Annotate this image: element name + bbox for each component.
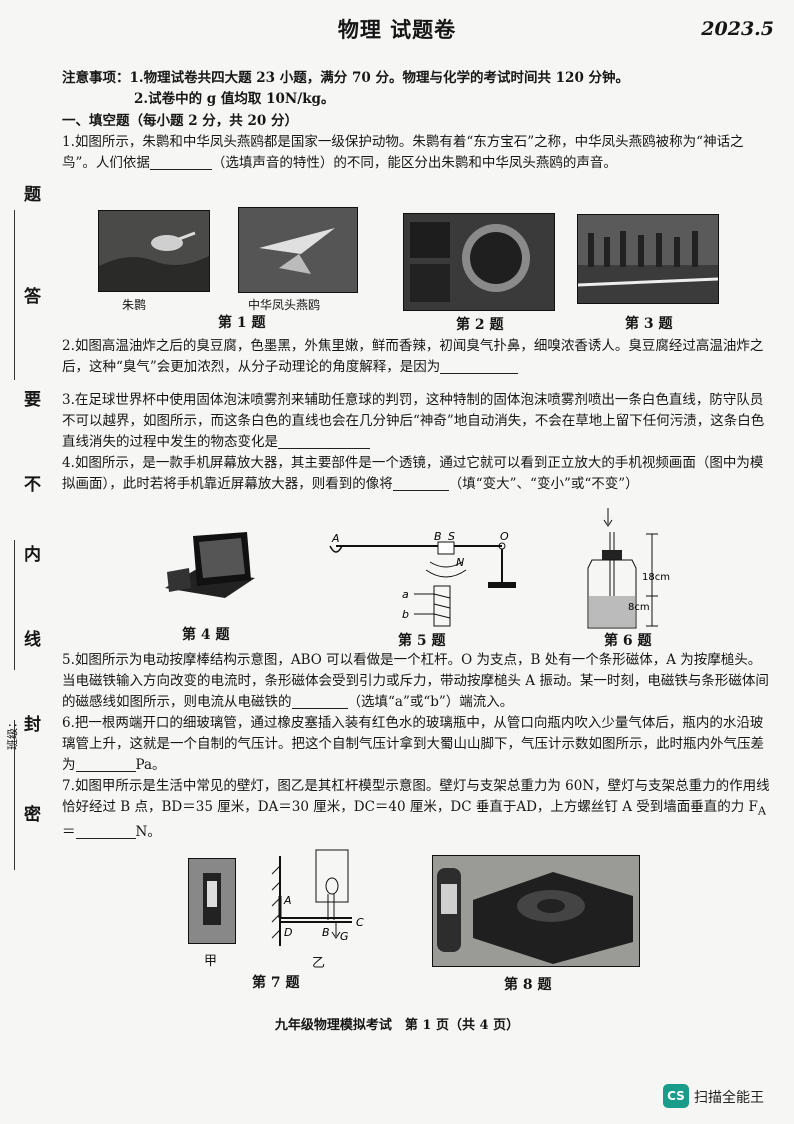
label-a: a	[402, 588, 409, 601]
section-heading: 一、填空题（每小题 2 分，共 20 分）	[62, 113, 298, 129]
scanner-app-name: 扫描全能王	[694, 1090, 764, 1106]
question-5-tail: （选填“a”或“b”）端流入。	[347, 694, 514, 710]
question-6-text: 6.把一根两端开口的细玻璃管，通过橡皮塞插入装有红色水的玻璃瓶中，从管口向瓶内吹…	[62, 715, 764, 773]
margin-char: 封	[24, 715, 41, 735]
notes-line-2: 2.试卷中的 g 值均取 10N/kg。	[134, 91, 335, 107]
page-footer: 九年级物理模拟考试 第 1 页（共 4 页）	[274, 1018, 520, 1033]
wall-lamp-photo	[188, 858, 236, 944]
margin-char: 要	[24, 390, 41, 410]
question-4: 4.如图所示，是一款手机屏幕放大器，其主要部件是一个透镜，通过它就可以看到正立放…	[62, 453, 774, 495]
label-A: A	[283, 894, 292, 907]
questions-2-4: 2.如图高温油炸之后的臭豆腐，色墨黑，外焦里嫩，鲜而香辣，初闻臭气扑鼻，细嗅浓香…	[62, 336, 774, 495]
answer-blank-2[interactable]	[440, 358, 519, 374]
scanner-watermark: CS 扫描全能王	[663, 1084, 783, 1110]
question-1-text: 1.如图所示，朱鹮和中华凤头燕鸥都是国家一级保护动物。朱鹮有着“东方宝石”之称，…	[62, 134, 744, 171]
figure-1-caption: 第 1 题	[218, 315, 266, 331]
figure-6-caption: 第 6 题	[604, 633, 652, 649]
binding-margin: 题 答 要 不 内 线 封 密 班级：	[0, 60, 58, 940]
margin-line	[14, 210, 15, 380]
margin-char: 答	[24, 287, 41, 307]
tern-photo	[238, 207, 358, 293]
answer-blank-6[interactable]	[75, 756, 136, 772]
label-C: C	[356, 916, 364, 929]
margin-char: 内	[24, 545, 41, 565]
label-B: B	[434, 532, 442, 543]
margin-line	[14, 540, 15, 670]
notes-line-1: 注意事项：1.物理试卷共四大题 23 小题，满分 70 分。物理与化学的考试时间…	[62, 70, 630, 86]
answer-blank-1[interactable]	[149, 154, 212, 170]
figure-3-caption: 第 3 题	[625, 316, 673, 332]
margin-line	[14, 720, 15, 870]
figure-6-barometer-bottle: 18cm 8cm	[578, 504, 698, 638]
figure-5-caption: 第 5 题	[398, 633, 446, 649]
photo-caption: 朱鹮	[122, 298, 147, 312]
question-7-equals: ＝	[62, 823, 76, 840]
crested-ibis-photo	[98, 210, 210, 292]
figure-7-caption: 第 7 题	[252, 975, 300, 991]
figure-4-caption: 第 4 题	[182, 627, 230, 643]
question-7-subscript: A	[757, 804, 767, 818]
label-jia: 甲	[204, 954, 218, 969]
question-7-text: 7.如图甲所示是生活中常见的壁灯，图乙是其杠杆模型示意图。壁灯与支架总重力为 6…	[62, 778, 770, 815]
stinky-tofu-photo	[403, 213, 555, 311]
question-7-tail: N。	[135, 823, 161, 840]
answer-blank-5[interactable]	[291, 693, 348, 709]
label-O: O	[500, 532, 509, 543]
label-N: N	[456, 556, 464, 569]
label-8cm: 8cm	[628, 602, 650, 613]
gas-stove-photo	[432, 855, 640, 967]
question-3-text: 3.在足球世界杯中使用固体泡沫喷雾剂来辅助任意球的判罚，这种特制的固体泡沫喷雾剂…	[62, 392, 765, 450]
margin-char: 不	[24, 475, 41, 495]
label-yi: 乙	[312, 956, 326, 971]
question-2: 2.如图高温油炸之后的臭豆腐，色墨黑，外焦里嫩，鲜而香辣，初闻臭气扑鼻，细嗅浓香…	[62, 336, 774, 378]
question-2-text: 2.如图高温油炸之后的臭豆腐，色墨黑，外焦里嫩，鲜而香辣，初闻臭气扑鼻，细嗅浓香…	[62, 338, 764, 375]
label-S: S	[448, 532, 455, 543]
scanner-logo-icon: CS	[663, 1084, 689, 1108]
margin-char: 题	[24, 185, 41, 205]
label-G: G	[340, 930, 349, 943]
question-7: 7.如图甲所示是生活中常见的壁灯，图乙是其杠杆模型示意图。壁灯与支架总重力为 6…	[62, 776, 774, 843]
photo-caption: 中华凤头燕鸥	[248, 298, 321, 312]
label-D: D	[284, 926, 292, 939]
class-label: 班级：	[6, 717, 19, 750]
figure-2-caption: 第 2 题	[456, 317, 504, 333]
answer-blank-3[interactable]	[278, 433, 370, 449]
question-4-text: 4.如图所示，是一款手机屏幕放大器，其主要部件是一个透镜，通过它就可以看到正立放…	[62, 455, 764, 492]
figure-4-magnifier	[155, 528, 265, 612]
answer-blank-7[interactable]	[75, 823, 136, 839]
answer-blank-4[interactable]	[392, 475, 449, 491]
label-18cm: 18cm	[642, 572, 670, 583]
question-3: 3.在足球世界杯中使用固体泡沫喷雾剂来辅助任意球的判罚，这种特制的固体泡沫喷雾剂…	[62, 390, 774, 453]
question-1-tail: （选填声音的特性）的不同，能区分出朱鹮和中华凤头燕鸥的声音。	[211, 155, 617, 171]
exam-content: 注意事项：1.物理试卷共四大题 23 小题，满分 70 分。物理与化学的考试时间…	[62, 68, 774, 174]
question-4-tail: （填“变大”、“变小”或“不变”）	[448, 476, 639, 492]
margin-char: 密	[24, 805, 41, 825]
margin-char: 线	[24, 630, 41, 650]
question-5-text: 5.如图所示为电动按摩棒结构示意图，ABO 可以看做是一个杠杆。O 为支点，B …	[62, 652, 769, 710]
question-1: 1.如图所示，朱鹮和中华凤头燕鸥都是国家一级保护动物。朱鹮有着“东方宝石”之称，…	[62, 132, 774, 174]
question-5: 5.如图所示为电动按摩棒结构示意图，ABO 可以看做是一个杠杆。O 为支点，B …	[62, 650, 774, 713]
question-6-tail: Pa。	[135, 757, 166, 773]
label-A: A	[331, 532, 340, 545]
figure-8-caption: 第 8 题	[504, 977, 552, 993]
figure-7-lever-diagram: A D B G C	[264, 846, 384, 960]
label-b: b	[402, 608, 409, 621]
exam-date: 2023.5	[701, 18, 774, 40]
label-B: B	[322, 926, 330, 939]
football-spray-photo	[577, 214, 719, 304]
question-6: 6.把一根两端开口的细玻璃管，通过橡皮塞插入装有红色水的玻璃瓶中，从管口向瓶内吹…	[62, 713, 774, 776]
figure-5-massager-diagram: A B S N O a b	[322, 530, 522, 636]
questions-5-7: 5.如图所示为电动按摩棒结构示意图，ABO 可以看做是一个杠杆。O 为支点，B …	[62, 650, 774, 843]
exam-title: 物理 试题卷	[337, 17, 457, 42]
